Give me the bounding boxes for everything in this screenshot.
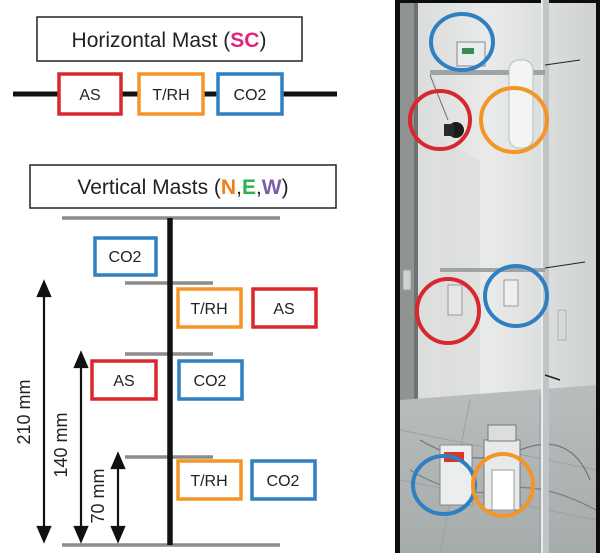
sensor-label: CO2 <box>109 249 142 266</box>
dimension-140mm <box>73 350 89 544</box>
vertical-masts-title-box <box>29 164 337 209</box>
photo-circle-trh <box>471 452 535 518</box>
upper-sensor-as: AS <box>251 287 318 329</box>
top-sensor-co2: CO2 <box>93 236 158 277</box>
dimension-label-140mm: 140 mm <box>51 412 71 477</box>
horizontal-mast-sensor-co2: CO2 <box>216 72 284 116</box>
photo-circle-as <box>415 277 481 345</box>
middle-sensor-co2: CO2 <box>177 359 244 401</box>
horizontal-mast-sensor-as: AS <box>57 72 123 116</box>
dimension-label-210mm: 210 mm <box>14 379 34 444</box>
photo-pole <box>541 0 549 553</box>
dimension-70mm <box>110 451 126 544</box>
horizontal-mast-sensor-trh: T/RH <box>137 72 205 116</box>
sensor-label: T/RH <box>190 301 227 318</box>
lower-sensor-co2: CO2 <box>250 459 317 501</box>
dimension-label-70mm: 70 mm <box>88 468 108 523</box>
photo-circle-trh <box>479 86 549 154</box>
sensor-label: AS <box>113 373 134 390</box>
vertical-masts-title: Vertical Masts (N,E,W) <box>77 176 288 199</box>
sensor-label: AS <box>79 87 100 104</box>
sensor-label: T/RH <box>152 87 189 104</box>
photo-circle-co2 <box>483 264 549 328</box>
dimension-210mm <box>36 279 52 544</box>
lower-sensor-trh: T/RH <box>176 459 243 501</box>
photo-sensor-circles <box>408 12 549 518</box>
sensor-label: AS <box>273 301 294 318</box>
upper-sensor-trh: T/RH <box>176 287 243 329</box>
horizontal-mast-title: Horizontal Mast (SC) <box>72 29 267 52</box>
sensor-label: CO2 <box>194 373 227 390</box>
sensor-label: CO2 <box>234 87 267 104</box>
sensor-label: CO2 <box>267 473 300 490</box>
horizontal-mast-title-box <box>36 16 303 62</box>
photo-circle-co2 <box>429 12 495 72</box>
sensor-label: T/RH <box>190 473 227 490</box>
mast-photo <box>395 0 600 553</box>
photo-circle-as <box>408 89 472 151</box>
middle-sensor-as: AS <box>90 359 158 401</box>
